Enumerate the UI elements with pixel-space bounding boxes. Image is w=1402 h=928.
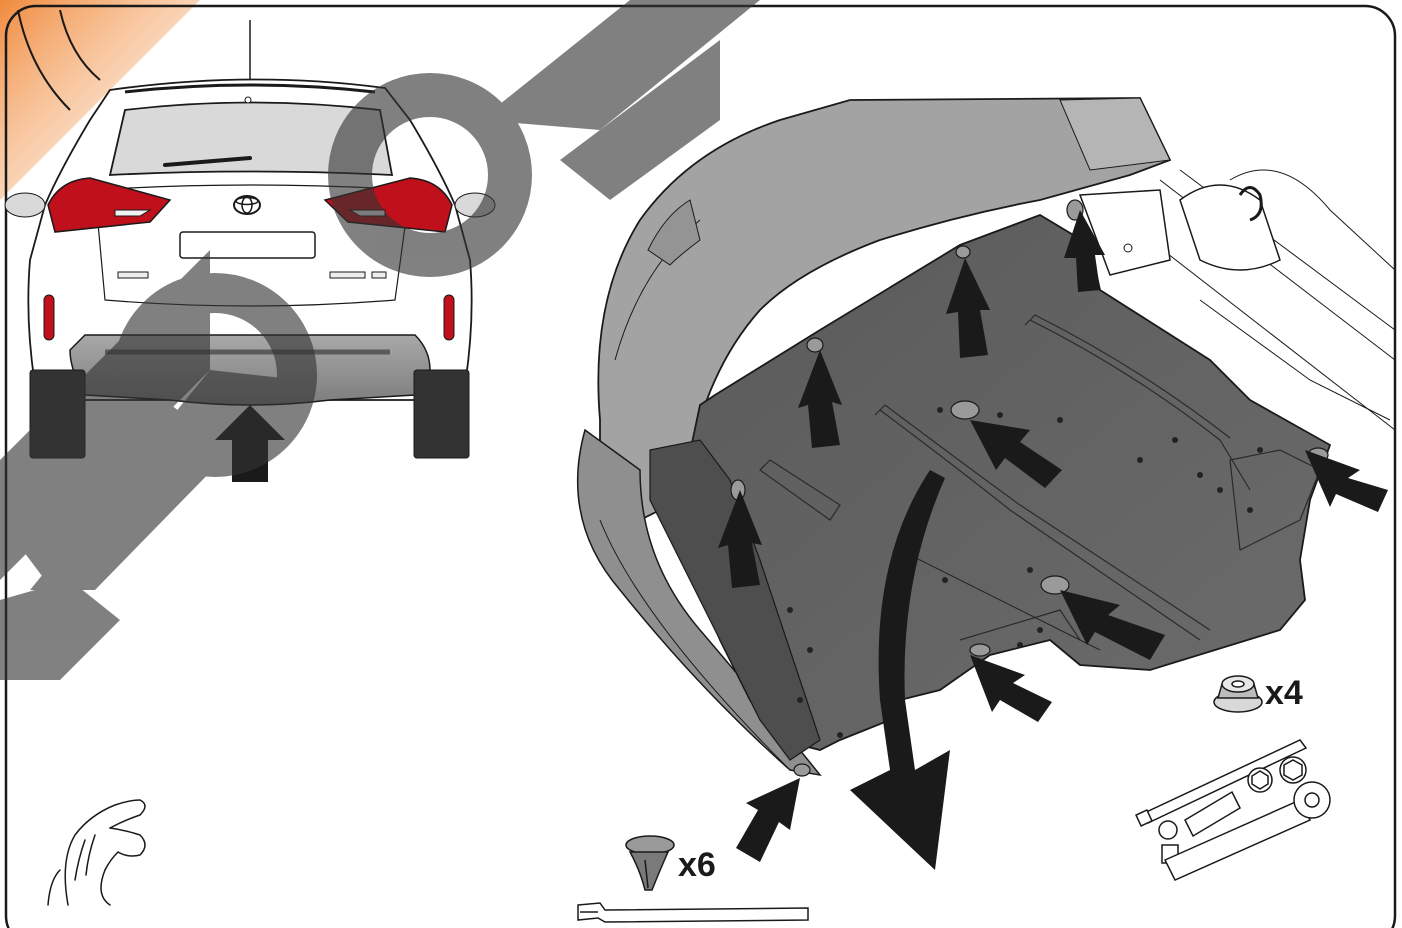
watermark <box>0 0 760 680</box>
trim-tool-icon <box>577 902 809 923</box>
underbody-view <box>576 97 1396 870</box>
corner-accent <box>0 0 200 200</box>
corner-arc-outer <box>17 9 71 111</box>
plastic-clip-icon <box>625 835 675 891</box>
fastener-arrows <box>718 210 1388 862</box>
flange-nut-icon <box>1213 675 1263 713</box>
swing-down-arrow <box>850 470 950 870</box>
corner-arc-inner <box>59 9 101 81</box>
clip-count-label: x6 <box>678 846 716 884</box>
nut-count-label: x4 <box>1265 674 1303 712</box>
socket-wrench-set-icon <box>1135 739 1331 881</box>
hand-gesture-icon <box>47 799 146 906</box>
toyota-logo-icon <box>233 195 261 215</box>
